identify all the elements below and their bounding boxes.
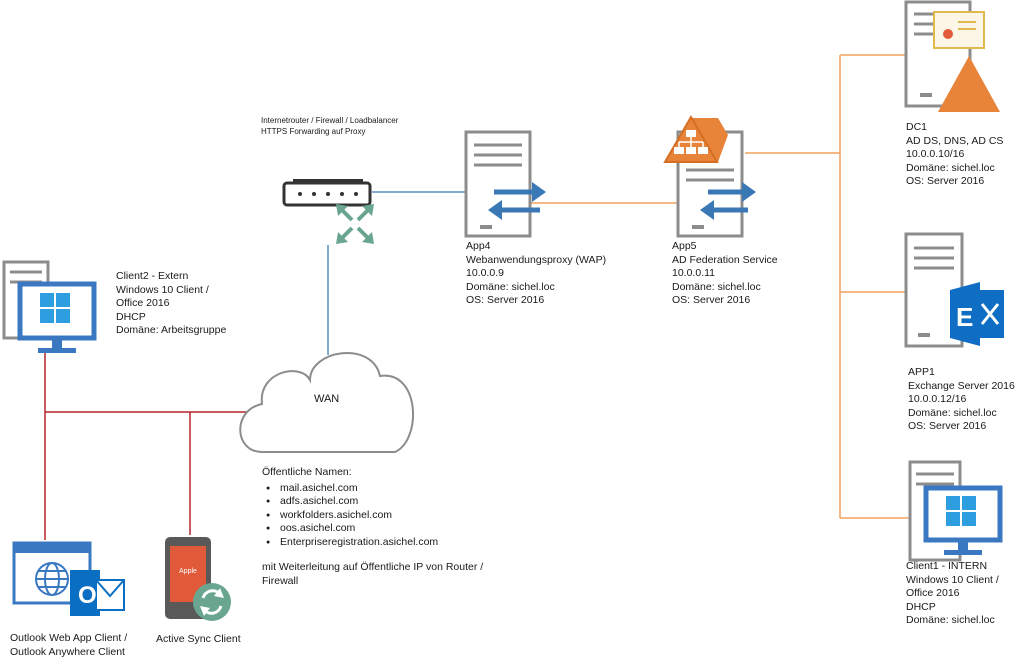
client2-os: Windows 10 Client / xyxy=(116,283,209,296)
client1-domain: Domäne: sichel.loc xyxy=(906,614,995,626)
blue-links xyxy=(327,191,465,355)
client2-office: Office 2016 xyxy=(116,297,170,309)
client2-label: Client2 - Extern Windows 10 Client / Off… xyxy=(116,270,226,338)
activesync-phone-icon: Apple xyxy=(165,537,231,621)
app4-title: App4 xyxy=(466,240,491,252)
orange-links xyxy=(530,54,920,519)
dc1-domain: Domäne: sichel.loc xyxy=(906,161,995,174)
client2-computer-icon xyxy=(2,260,97,353)
forwarding-note-line1: mit Weiterleitung auf Öffentliche IP von… xyxy=(262,561,484,573)
app5-server-icon xyxy=(663,115,756,238)
app1-os: OS: Server 2016 xyxy=(908,420,987,432)
list-item: mail.asichel.com xyxy=(266,482,483,496)
app1-role: Exchange Server 2016 xyxy=(908,379,1015,392)
dc1-label: DC1 AD DS, DNS, AD CS 10.0.0.10/16 Domän… xyxy=(906,121,1003,189)
exchange-icon: E xyxy=(950,282,1004,346)
app4-domain: Domäne: sichel.loc xyxy=(466,280,555,293)
wan-cloud xyxy=(239,352,414,453)
sync-icon xyxy=(193,583,231,621)
windows-logo-icon xyxy=(40,293,70,323)
ad-warning-icon xyxy=(938,56,1000,112)
dc1-server-icon xyxy=(904,0,1000,112)
wan-label: WAN xyxy=(314,393,340,405)
red-links xyxy=(44,350,248,540)
app4-label: App4 Webanwendungsproxy (WAP) 10.0.0.9 D… xyxy=(466,240,606,308)
svg-text:O: O xyxy=(78,582,97,609)
app1-label: APP1 Exchange Server 2016 10.0.0.12/16 D… xyxy=(908,366,1015,434)
activesync-client-label: Active Sync Client xyxy=(156,633,241,645)
client1-label: Client1 - INTERN Windows 10 Client / Off… xyxy=(906,560,999,628)
app4-role: Webanwendungsproxy (WAP) xyxy=(466,253,607,266)
dc1-ip: 10.0.0.10/16 xyxy=(906,148,965,160)
public-names-block: Öffentliche Namen: mail.asichel.com adfs… xyxy=(262,466,483,588)
client2-domain: Domäne: Arbeitsgruppe xyxy=(116,324,227,336)
client1-computer-icon xyxy=(908,460,1003,562)
outlook-client-line2: Outlook Anywhere Client xyxy=(10,645,125,658)
client2-dhcp: DHCP xyxy=(116,310,146,323)
client2-title: Client2 - Extern xyxy=(116,270,189,282)
app4-os: OS: Server 2016 xyxy=(466,294,545,306)
svg-text:E: E xyxy=(956,302,973,332)
app1-ip: 10.0.0.12/16 xyxy=(908,393,967,405)
phone-screen-text: Apple xyxy=(179,568,197,575)
public-names-heading: Öffentliche Namen: xyxy=(262,466,352,478)
app1-title: APP1 xyxy=(908,366,935,378)
client1-title: Client1 - INTERN xyxy=(906,560,988,572)
client1-dhcp: DHCP xyxy=(906,600,936,613)
router-label: Internetrouter / Firewall / Loadbalancer… xyxy=(261,115,398,137)
client1-os: Windows 10 Client / xyxy=(906,573,999,586)
list-item: Enterpriseregistration.asichel.com xyxy=(266,536,483,550)
dc1-title: DC1 xyxy=(906,121,928,133)
list-item: workfolders.asichel.com xyxy=(266,509,483,523)
router-label-line1: Internetrouter / Firewall / Loadbalancer xyxy=(261,116,399,125)
forwarding-note-line2: Firewall xyxy=(262,574,299,587)
app5-label: App5 AD Federation Service 10.0.0.11 Dom… xyxy=(672,240,778,308)
outlook-web-app-icon: O xyxy=(12,541,125,616)
app1-domain: Domäne: sichel.loc xyxy=(908,406,997,419)
dc1-roles: AD DS, DNS, AD CS xyxy=(906,134,1004,147)
router-label-line2: HTTPS Forwarding auf Proxy xyxy=(261,127,366,136)
app5-os: OS: Server 2016 xyxy=(672,294,751,306)
app4-ip: 10.0.0.9 xyxy=(466,267,504,279)
app5-title: App5 xyxy=(672,240,697,252)
windows-logo-icon xyxy=(946,496,976,526)
outlook-client-label: Outlook Web App Client / Outlook Anywher… xyxy=(10,632,127,659)
list-item: adfs.asichel.com xyxy=(266,495,483,509)
app4-server-icon xyxy=(464,130,546,238)
outlook-client-line1: Outlook Web App Client / xyxy=(10,632,128,644)
app5-ip: 10.0.0.11 xyxy=(672,267,716,279)
client1-office: Office 2016 xyxy=(906,587,960,599)
public-names-list: mail.asichel.com adfs.asichel.com workfo… xyxy=(262,482,483,550)
app5-domain: Domäne: sichel.loc xyxy=(672,280,761,293)
app1-server-icon: E xyxy=(904,232,1004,348)
router-icon xyxy=(282,179,374,244)
app5-role: AD Federation Service xyxy=(672,253,778,266)
list-item: oos.asichel.com xyxy=(266,522,483,536)
dc1-os: OS: Server 2016 xyxy=(906,175,985,187)
